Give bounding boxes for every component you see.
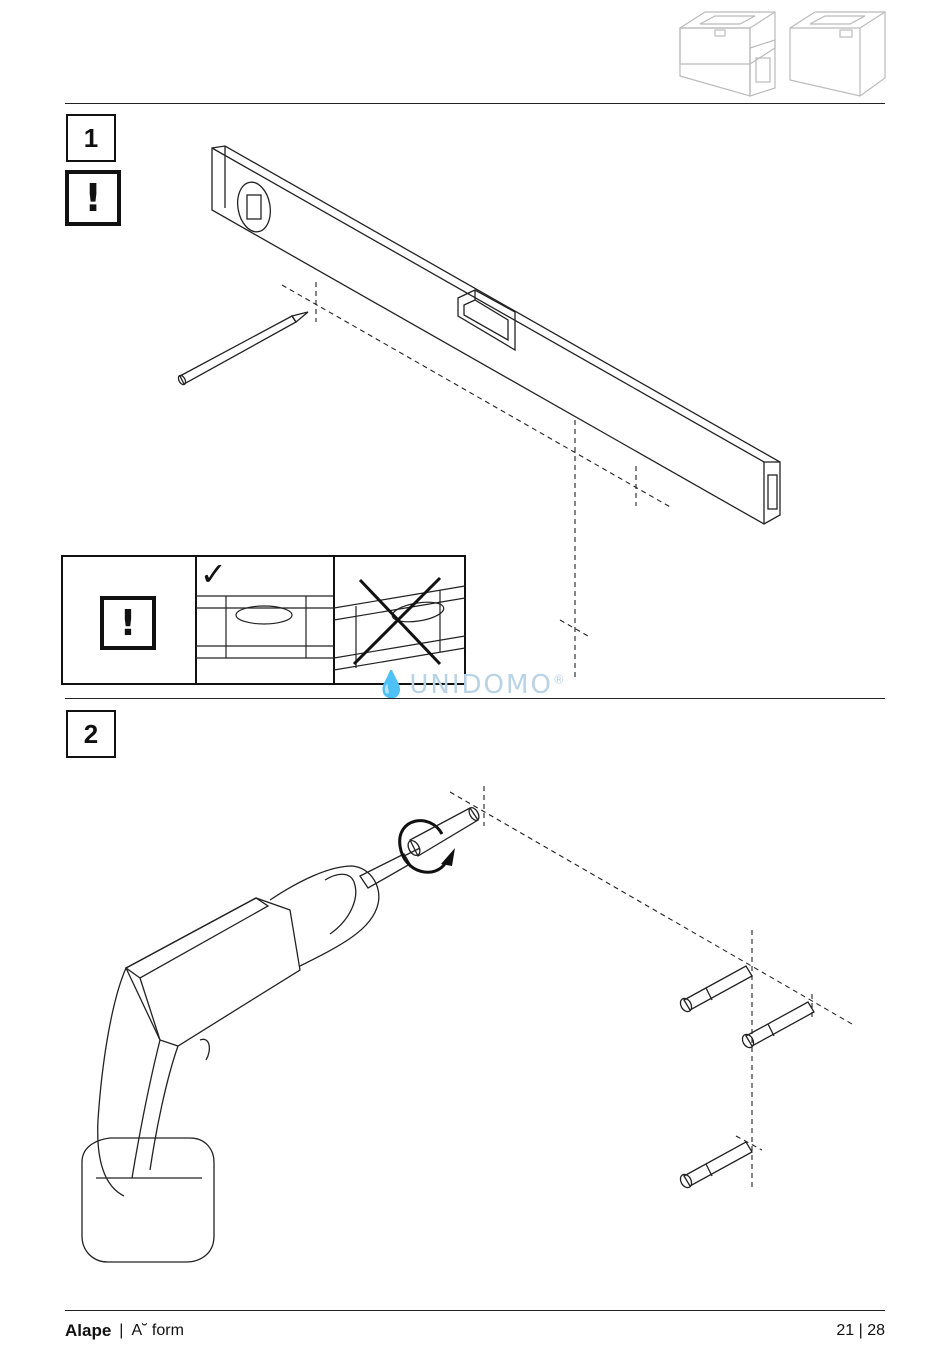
drill-illustration [0, 0, 950, 1300]
wall-plug-icon [678, 966, 814, 1190]
product-name: A˘ form [131, 1322, 183, 1340]
rotation-arrow-icon [400, 821, 446, 873]
footer-separator: | [119, 1322, 123, 1340]
brand-logo: Alape [65, 1321, 111, 1341]
section-divider-bottom [65, 1310, 885, 1311]
footer: Alape | A˘ form 21 | 28 [65, 1320, 885, 1342]
page-number: 21 | 28 [836, 1322, 885, 1340]
